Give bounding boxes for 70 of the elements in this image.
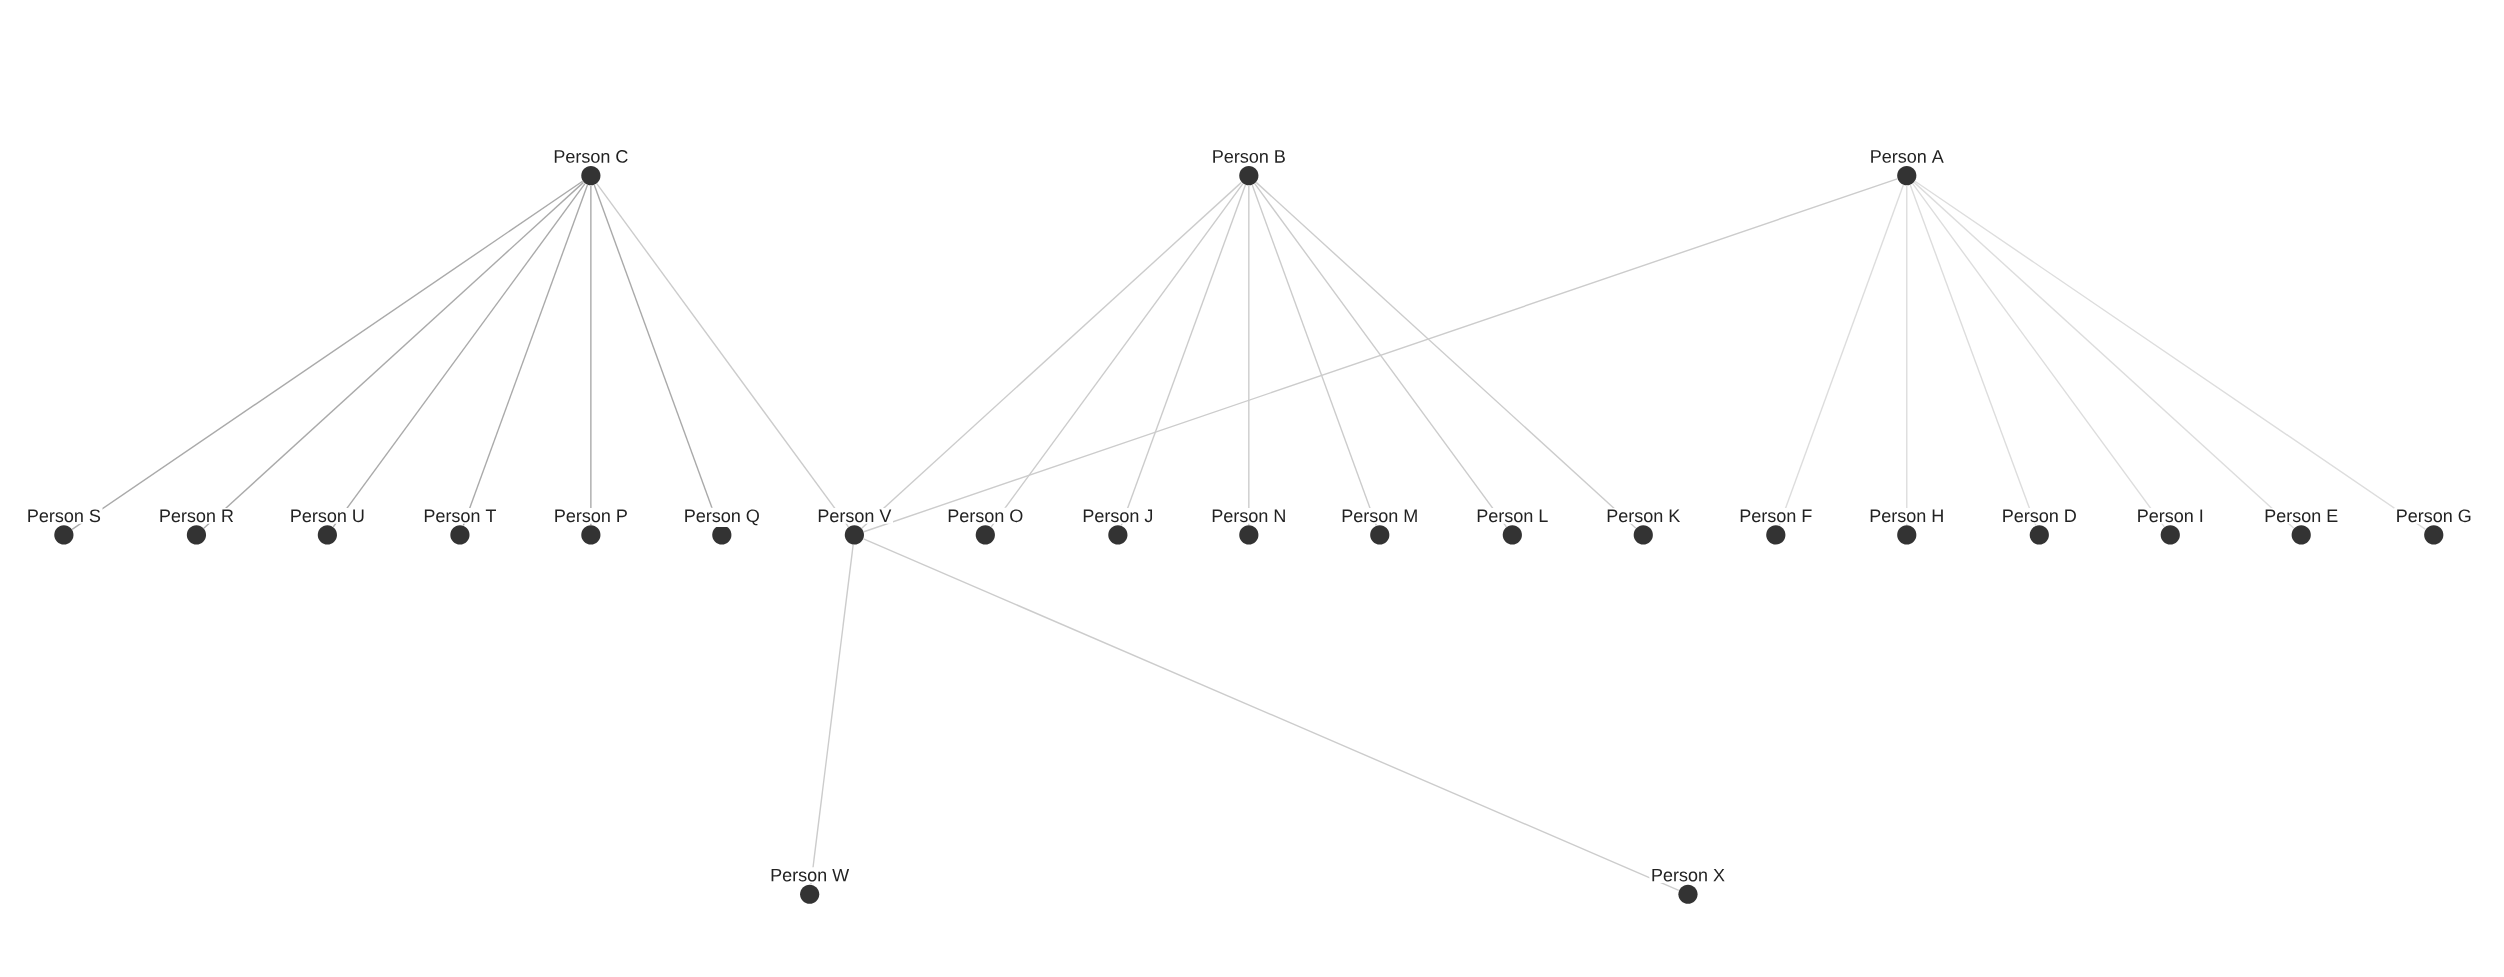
person-dot: [2029, 525, 2049, 545]
person-dot: [1766, 525, 1786, 545]
person-dot: [1897, 165, 1917, 186]
connector-line: [1909, 184, 2037, 527]
person-name: Person B: [1210, 148, 1288, 165]
person-dot: [1370, 525, 1390, 545]
person-dot: [1239, 165, 1259, 186]
connector-line: [863, 178, 1898, 533]
person-name: Person M: [1339, 507, 1420, 524]
person-dot: [712, 525, 732, 545]
person-dot: [1678, 884, 1698, 904]
person-name: Person K: [1604, 507, 1682, 524]
connector-line: [861, 181, 1243, 529]
person-dot: [2291, 525, 2311, 545]
person-name: Person H: [1867, 507, 1946, 524]
connector-line: [1255, 181, 1637, 529]
person-dot: [1897, 525, 1917, 545]
connector-line: [596, 182, 850, 528]
person-dot: [1108, 525, 1128, 545]
person-name: Person X: [1649, 867, 1727, 883]
person-name: Person J: [1080, 507, 1155, 524]
person-name: Person S: [25, 507, 103, 524]
connector-line: [1913, 181, 2295, 529]
connector-line: [1912, 182, 2166, 528]
person-name: Person D: [2000, 507, 2079, 524]
person-dot: [844, 525, 864, 545]
person-name: Person T: [421, 507, 499, 524]
connector-line: [1251, 184, 1378, 527]
connector-line: [1906, 184, 1908, 526]
person-dot: [186, 525, 207, 545]
connector-line: [862, 538, 1680, 891]
person-dot: [450, 525, 470, 545]
connector-line: [1254, 182, 1508, 528]
person-name: Person U: [288, 507, 367, 524]
person-name: Person W: [768, 867, 851, 883]
connector-line: [1778, 184, 1905, 527]
connector-line: [462, 184, 589, 527]
person-dot: [581, 165, 601, 186]
person-dot: [1633, 525, 1653, 545]
connector-line: [810, 544, 854, 885]
person-name: Person N: [1209, 507, 1288, 524]
person-dot: [317, 525, 337, 545]
person-name: Person I: [2135, 507, 2206, 524]
connector-line: [332, 182, 586, 528]
connector-line: [1120, 184, 1247, 527]
person-name: Person A: [1868, 148, 1946, 165]
person-name: Person C: [551, 148, 630, 165]
person-dot: [975, 525, 995, 545]
connector-line: [590, 184, 592, 526]
person-dot: [800, 884, 820, 904]
person-name: Person P: [552, 507, 630, 524]
person-name: Person R: [157, 507, 236, 524]
connector-line: [203, 181, 585, 529]
connector-line: [1914, 180, 2427, 530]
person-dot: [2424, 525, 2444, 545]
person-name: Person V: [815, 507, 893, 524]
person-dot: [581, 525, 601, 545]
person-name: Person G: [2394, 507, 2474, 524]
person-dot: [1239, 525, 1259, 545]
person-name: Person F: [1737, 507, 1814, 524]
connector-line: [990, 182, 1244, 528]
person-name: Person L: [1474, 507, 1550, 524]
person-dot: [1502, 525, 1522, 545]
person-dot: [54, 525, 74, 545]
person-dot: [2160, 525, 2180, 545]
person-name: Person O: [945, 507, 1025, 524]
person-name: Person Q: [682, 507, 762, 527]
connector-line: [1248, 184, 1250, 526]
connector-line: [71, 180, 584, 530]
person-name: Person E: [2262, 507, 2340, 524]
